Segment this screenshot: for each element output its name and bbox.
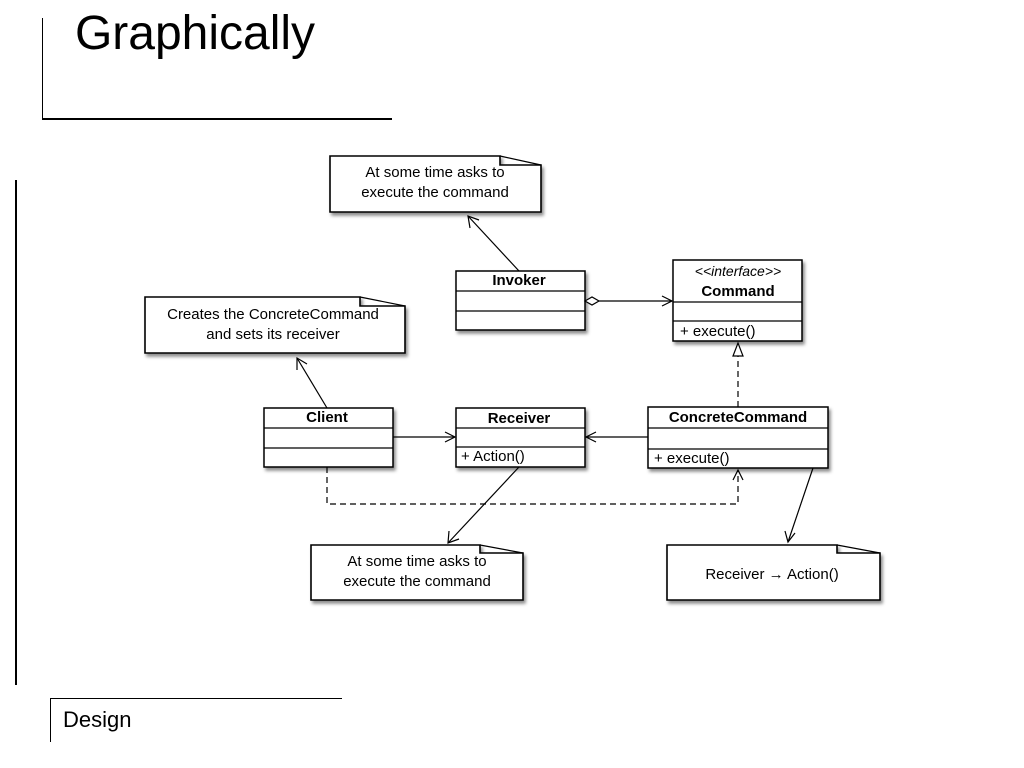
invoker-note: At some time asks to execute the command — [329, 155, 542, 213]
invoker-note-line-1: At some time asks to — [365, 164, 504, 181]
footer-label: Design — [63, 707, 132, 732]
client-creates-concrete-dependency — [326, 467, 744, 505]
concrete-command-class-name: ConcreteCommand — [669, 409, 807, 426]
client-class-name: Client — [306, 409, 348, 426]
receiver-to-note-link — [447, 466, 520, 544]
footer-left-rule — [50, 698, 51, 742]
receiver-operation: + Action() — [461, 448, 525, 465]
concrete-command-realization — [732, 341, 744, 407]
receiver-note-line-1: At some time asks to — [347, 553, 486, 570]
concrete-command-note: Receiver → Action() — [666, 544, 881, 601]
client-note-line-2: and sets its receiver — [206, 326, 339, 343]
receiver-class: Receiver + Action() — [455, 407, 586, 468]
command-stereotype: <<interface>> — [695, 263, 781, 279]
command-class-name: Command — [701, 283, 774, 300]
content-left-rule — [15, 180, 17, 685]
client-note: Creates the ConcreteCommand and sets its… — [144, 296, 406, 354]
concrete-command-class: ConcreteCommand + execute() — [647, 406, 829, 469]
invoker-class-name: Invoker — [492, 272, 546, 289]
command-interface: <<interface>> Command + execute() — [672, 259, 803, 342]
client-class: Client — [263, 407, 394, 468]
title-left-rule — [42, 18, 43, 118]
receiver-note: At some time asks to execute the command — [310, 544, 524, 601]
invoker-to-note-link — [467, 215, 520, 272]
invoker-class: Invoker — [455, 270, 586, 331]
concrete-command-note-text: Receiver → Action() — [705, 566, 838, 583]
receiver-note-line-2: execute the command — [343, 573, 491, 590]
invoker-note-line-2: execute the command — [361, 184, 509, 201]
concrete-command-to-note-link — [784, 467, 814, 544]
concrete-receiver-association — [584, 431, 648, 443]
receiver-class-name: Receiver — [488, 410, 551, 427]
invoker-command-aggregation — [583, 295, 674, 307]
title-underline — [42, 118, 392, 120]
client-receiver-association — [393, 431, 457, 443]
page-title: Graphically — [74, 7, 316, 60]
command-operation: + execute() — [680, 323, 755, 340]
client-note-line-1: Creates the ConcreteCommand — [167, 306, 379, 323]
client-to-note-link — [296, 356, 328, 409]
concrete-command-operation: + execute() — [654, 450, 729, 467]
footer-topline — [50, 698, 342, 699]
